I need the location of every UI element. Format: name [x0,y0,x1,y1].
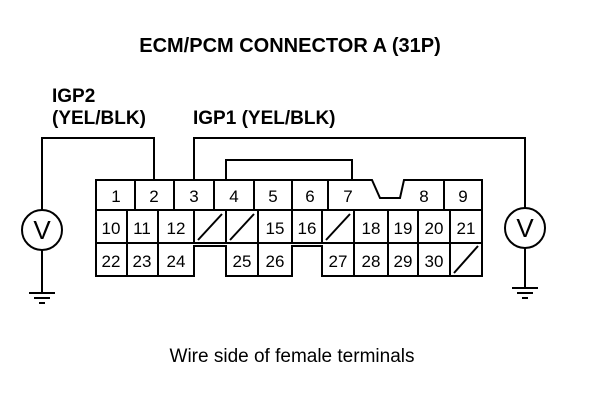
terminal-23: 23 [133,252,152,271]
terminal-19: 19 [394,219,413,238]
terminal-1: 1 [111,187,120,206]
row1-dividers [134,180,445,210]
terminal-28: 28 [362,252,381,271]
terminal-8: 8 [419,187,428,206]
terminal-22: 22 [102,252,121,271]
empty-cavity-marks [197,213,479,274]
terminal-7: 7 [343,187,352,206]
terminal-20: 20 [425,219,444,238]
terminal-9: 9 [458,187,467,206]
terminal-12: 12 [167,219,186,238]
terminal-27: 27 [329,252,348,271]
terminal-25: 25 [233,252,252,271]
terminal-4: 4 [229,187,238,206]
left-voltmeter-icon: V [21,209,63,293]
right-ground-icon [512,287,538,299]
right-voltmeter-icon: V [504,207,546,288]
terminal-29: 29 [394,252,413,271]
left-ground-icon [29,292,55,304]
terminal-21: 21 [457,219,476,238]
terminal-24: 24 [167,252,186,271]
diagram-caption: Wire side of female terminals [170,346,415,367]
terminal-6: 6 [305,187,314,206]
terminal-3: 3 [189,187,198,206]
connector-lock-tab [225,159,353,180]
igp2-wire [41,137,155,210]
terminal-30: 30 [425,252,444,271]
igp2-label: IGP2 [52,86,95,107]
igp1-wire [193,137,526,208]
left-meter-symbol: V [33,215,51,245]
diagram-title: ECM/PCM CONNECTOR A (31P) [139,35,441,57]
row2-dividers [126,210,451,276]
terminal-2: 2 [149,187,158,206]
terminal-18: 18 [362,219,381,238]
igp2-color-label: (YEL/BLK) [52,108,146,129]
terminal-numbers: 1 2 3 4 5 6 7 8 9 10 11 12 15 16 18 19 2… [102,187,476,271]
right-meter-symbol: V [516,213,534,243]
terminal-11: 11 [133,219,151,238]
terminal-5: 5 [268,187,277,206]
connector-outline [95,179,483,277]
terminal-10: 10 [102,219,121,238]
terminal-16: 16 [298,219,317,238]
igp1-label: IGP1 (YEL/BLK) [193,108,336,129]
terminal-15: 15 [266,219,285,238]
terminal-26: 26 [266,252,285,271]
